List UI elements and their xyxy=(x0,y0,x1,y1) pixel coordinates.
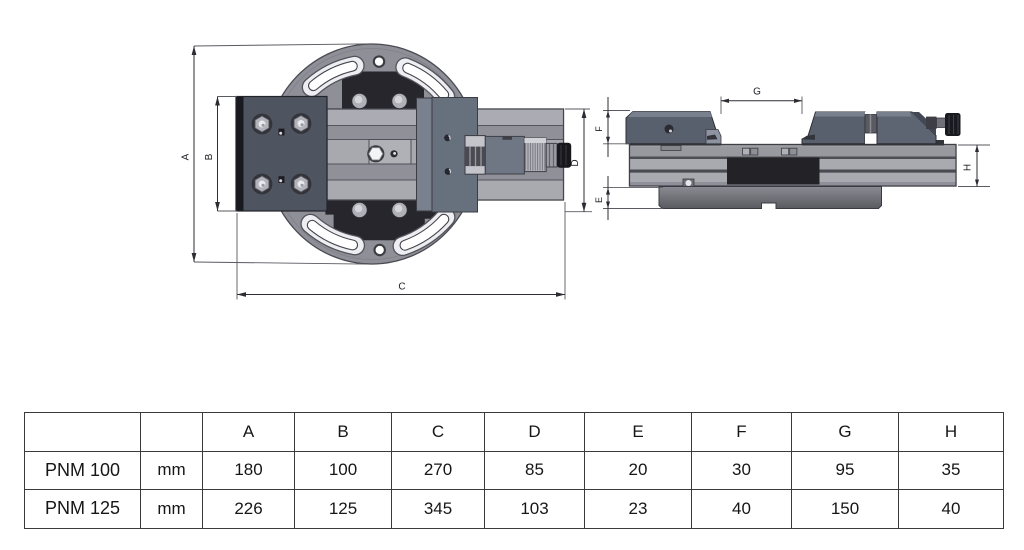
svg-text:D: D xyxy=(570,159,581,166)
svg-text:C: C xyxy=(398,282,405,293)
svg-text:F: F xyxy=(594,126,604,132)
svg-text:E: E xyxy=(594,197,604,203)
svg-text:G: G xyxy=(753,87,761,98)
svg-text:B: B xyxy=(204,153,215,160)
svg-text:A: A xyxy=(181,153,192,160)
svg-text:H: H xyxy=(963,164,974,171)
